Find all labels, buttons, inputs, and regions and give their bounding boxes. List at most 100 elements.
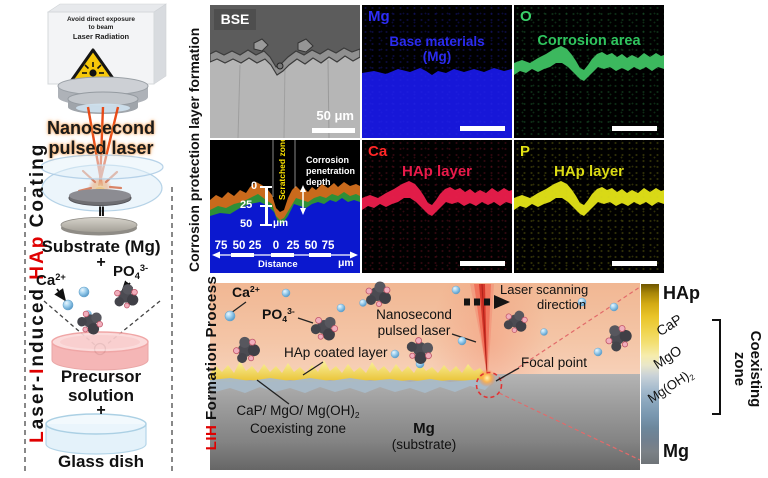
- ca-caption: HAp layer: [401, 163, 473, 180]
- focal-point-label: Focal point: [521, 355, 588, 370]
- warning-line-2: to beam: [88, 24, 114, 31]
- p-map-image: [514, 140, 664, 273]
- depth-tick-50: 50: [240, 218, 253, 230]
- left-title-nduced: nduced: [27, 279, 48, 367]
- x-tick-25l: 25: [248, 240, 262, 252]
- mg-eds-panel: Mg Base materials (Mg): [362, 5, 512, 138]
- bse-tag: BSE: [220, 11, 250, 27]
- coexisting-zone-colorbar: [641, 284, 659, 464]
- coexist-callout-line2: Coexisting zone: [249, 420, 347, 436]
- o-tag: O: [520, 8, 532, 25]
- hap-coated-layer-label: HAp coated layer: [284, 345, 388, 360]
- p-caption: HAp layer: [553, 163, 625, 180]
- precursor-solution-label: Precursor solution: [28, 367, 174, 405]
- nanosecond-laser-left-line1: Nanosecond: [46, 118, 156, 138]
- x-tick-50r: 50: [304, 240, 318, 252]
- ca-tag: Ca: [368, 143, 388, 160]
- precursor-line1: Precursor: [60, 367, 142, 386]
- nanosecond-laser-bottom-line2: pulsed laser: [377, 322, 451, 338]
- mg-caption-2: (Mg): [422, 49, 452, 64]
- precursor-line2: solution: [67, 386, 135, 405]
- laser-head-lens: [57, 76, 149, 114]
- nanosecond-laser-label-bottom: Nanosecond pulsed laser: [365, 307, 463, 338]
- corrosion-section-title: Corrosion protection layer formation: [186, 27, 202, 272]
- warning-line-3: Laser Radiation: [72, 32, 130, 41]
- bse-tag-box: BSE: [214, 9, 256, 30]
- scan-direction-line2: direction: [537, 297, 587, 312]
- o-map-image: [514, 5, 664, 138]
- o-scale-bar: [612, 126, 657, 131]
- colorbar-label-hap: HAp: [663, 283, 700, 303]
- po-ion-bottom-sup: 3-: [287, 306, 295, 317]
- x-tick-75l: 75: [214, 240, 228, 252]
- corrosion-depth-note-3: depth: [306, 177, 331, 187]
- warning-line-1: Avoid direct exposure: [66, 16, 136, 23]
- x-tick-50l: 50: [232, 240, 246, 252]
- mg-tag: Mg: [368, 8, 390, 25]
- corrosion-depth-note-1: Corrosion: [306, 155, 350, 165]
- ca-ion-left-base: Ca: [36, 272, 56, 289]
- bse-scale-bar: [312, 128, 355, 133]
- nanosecond-laser-label-left: Nanosecond pulsed laser: [28, 118, 174, 158]
- p-scale-bar: [612, 261, 657, 266]
- zone-line2: zone: [731, 351, 748, 387]
- po-ion-left-sup: 3-: [139, 262, 149, 273]
- depth-tick-25: 25: [240, 199, 253, 211]
- ablation-burst: [77, 169, 123, 203]
- mg-substrate-line2: (substrate): [391, 437, 457, 452]
- plus-sign-bottom: +: [96, 402, 106, 419]
- process-title-lih: LIH: [203, 424, 220, 451]
- p-eds-panel: P HAp layer: [514, 140, 664, 273]
- mg-map-image: [362, 5, 512, 138]
- left-title-l: L: [27, 429, 48, 443]
- mg-substrate-label: Mg (substrate): [384, 420, 464, 452]
- scratched-zone-label: Scratched zone: [277, 140, 287, 200]
- ca-ion-bottom-sup: 2+: [249, 284, 260, 295]
- plus-sign-top: +: [96, 254, 106, 271]
- x-tick-25r: 25: [286, 240, 300, 252]
- left-section-title: Laser-Induced HAp Coating: [5, 143, 71, 472]
- p-tag: P: [520, 143, 531, 160]
- ca-ion-left-sup: 2+: [55, 271, 66, 282]
- depth-tick-0: 0: [251, 180, 258, 192]
- distance-axis-unit: μm: [338, 257, 354, 269]
- substrate-disc: [60, 217, 138, 236]
- corrosion-depth-note-2: penetration: [306, 166, 356, 176]
- equivalence-symbol: II: [98, 203, 105, 219]
- coexisting-zone-bracket: [712, 319, 721, 415]
- ca-eds-panel: Ca HAp layer: [362, 140, 512, 273]
- depth-unit: μm: [273, 218, 289, 229]
- nanosecond-laser-left-line2: pulsed laser: [48, 138, 154, 158]
- ca-ion-label-left: Ca2+: [36, 272, 66, 289]
- zone-line1: Coexisting: [747, 330, 764, 408]
- po-ion-label-left: PO43-: [113, 262, 149, 281]
- ca-scale-bar: [460, 261, 505, 266]
- nanosecond-laser-bottom-line1: Nanosecond: [376, 307, 452, 322]
- colorbar-label-mg: Mg: [663, 441, 689, 461]
- bse-sem-panel: BSE 50 μm: [210, 5, 360, 138]
- mg-substrate-line1: Mg: [413, 420, 435, 437]
- coexist-callout-line1: CaP/ MgO/ Mg(OH)2: [228, 403, 368, 421]
- laser-warning-text: Avoid direct exposure to beam Laser Radi…: [50, 16, 152, 42]
- process-title-rest: Formation Process: [203, 275, 220, 425]
- coexisting-zone-callout: CaP/ MgO/ Mg(OH)2 Coexisting zone: [228, 403, 368, 437]
- po-ion-left-base: PO: [113, 263, 135, 280]
- depth-profile-image: [210, 140, 360, 273]
- substrate-mg-label: Substrate (Mg): [41, 237, 161, 256]
- ca-ion-bottom-base: Ca: [232, 284, 250, 300]
- laser-warning-triangle-icon: [65, 48, 121, 89]
- o-caption: Corrosion area: [537, 33, 641, 49]
- po-ion-bottom-sub: 4: [282, 314, 288, 325]
- po-ion-label-bottom: PO43-: [262, 306, 295, 325]
- x-tick-0: 0: [272, 240, 280, 252]
- coexist-formula-sub: 2: [354, 409, 360, 420]
- ca-ion-label-bottom: Ca2+: [232, 284, 260, 300]
- o-eds-panel: O Corrosion area: [514, 5, 664, 138]
- coexist-formula: CaP/ MgO/ Mg(OH): [236, 403, 355, 418]
- scan-direction-line1: Laser scanning: [500, 282, 589, 297]
- process-section-title: LIH Formation Process: [186, 276, 237, 469]
- mg-scale-bar: [460, 126, 505, 131]
- corrosion-depth-note: Corrosion penetration depth: [306, 155, 355, 188]
- ca-map-image: [362, 140, 512, 273]
